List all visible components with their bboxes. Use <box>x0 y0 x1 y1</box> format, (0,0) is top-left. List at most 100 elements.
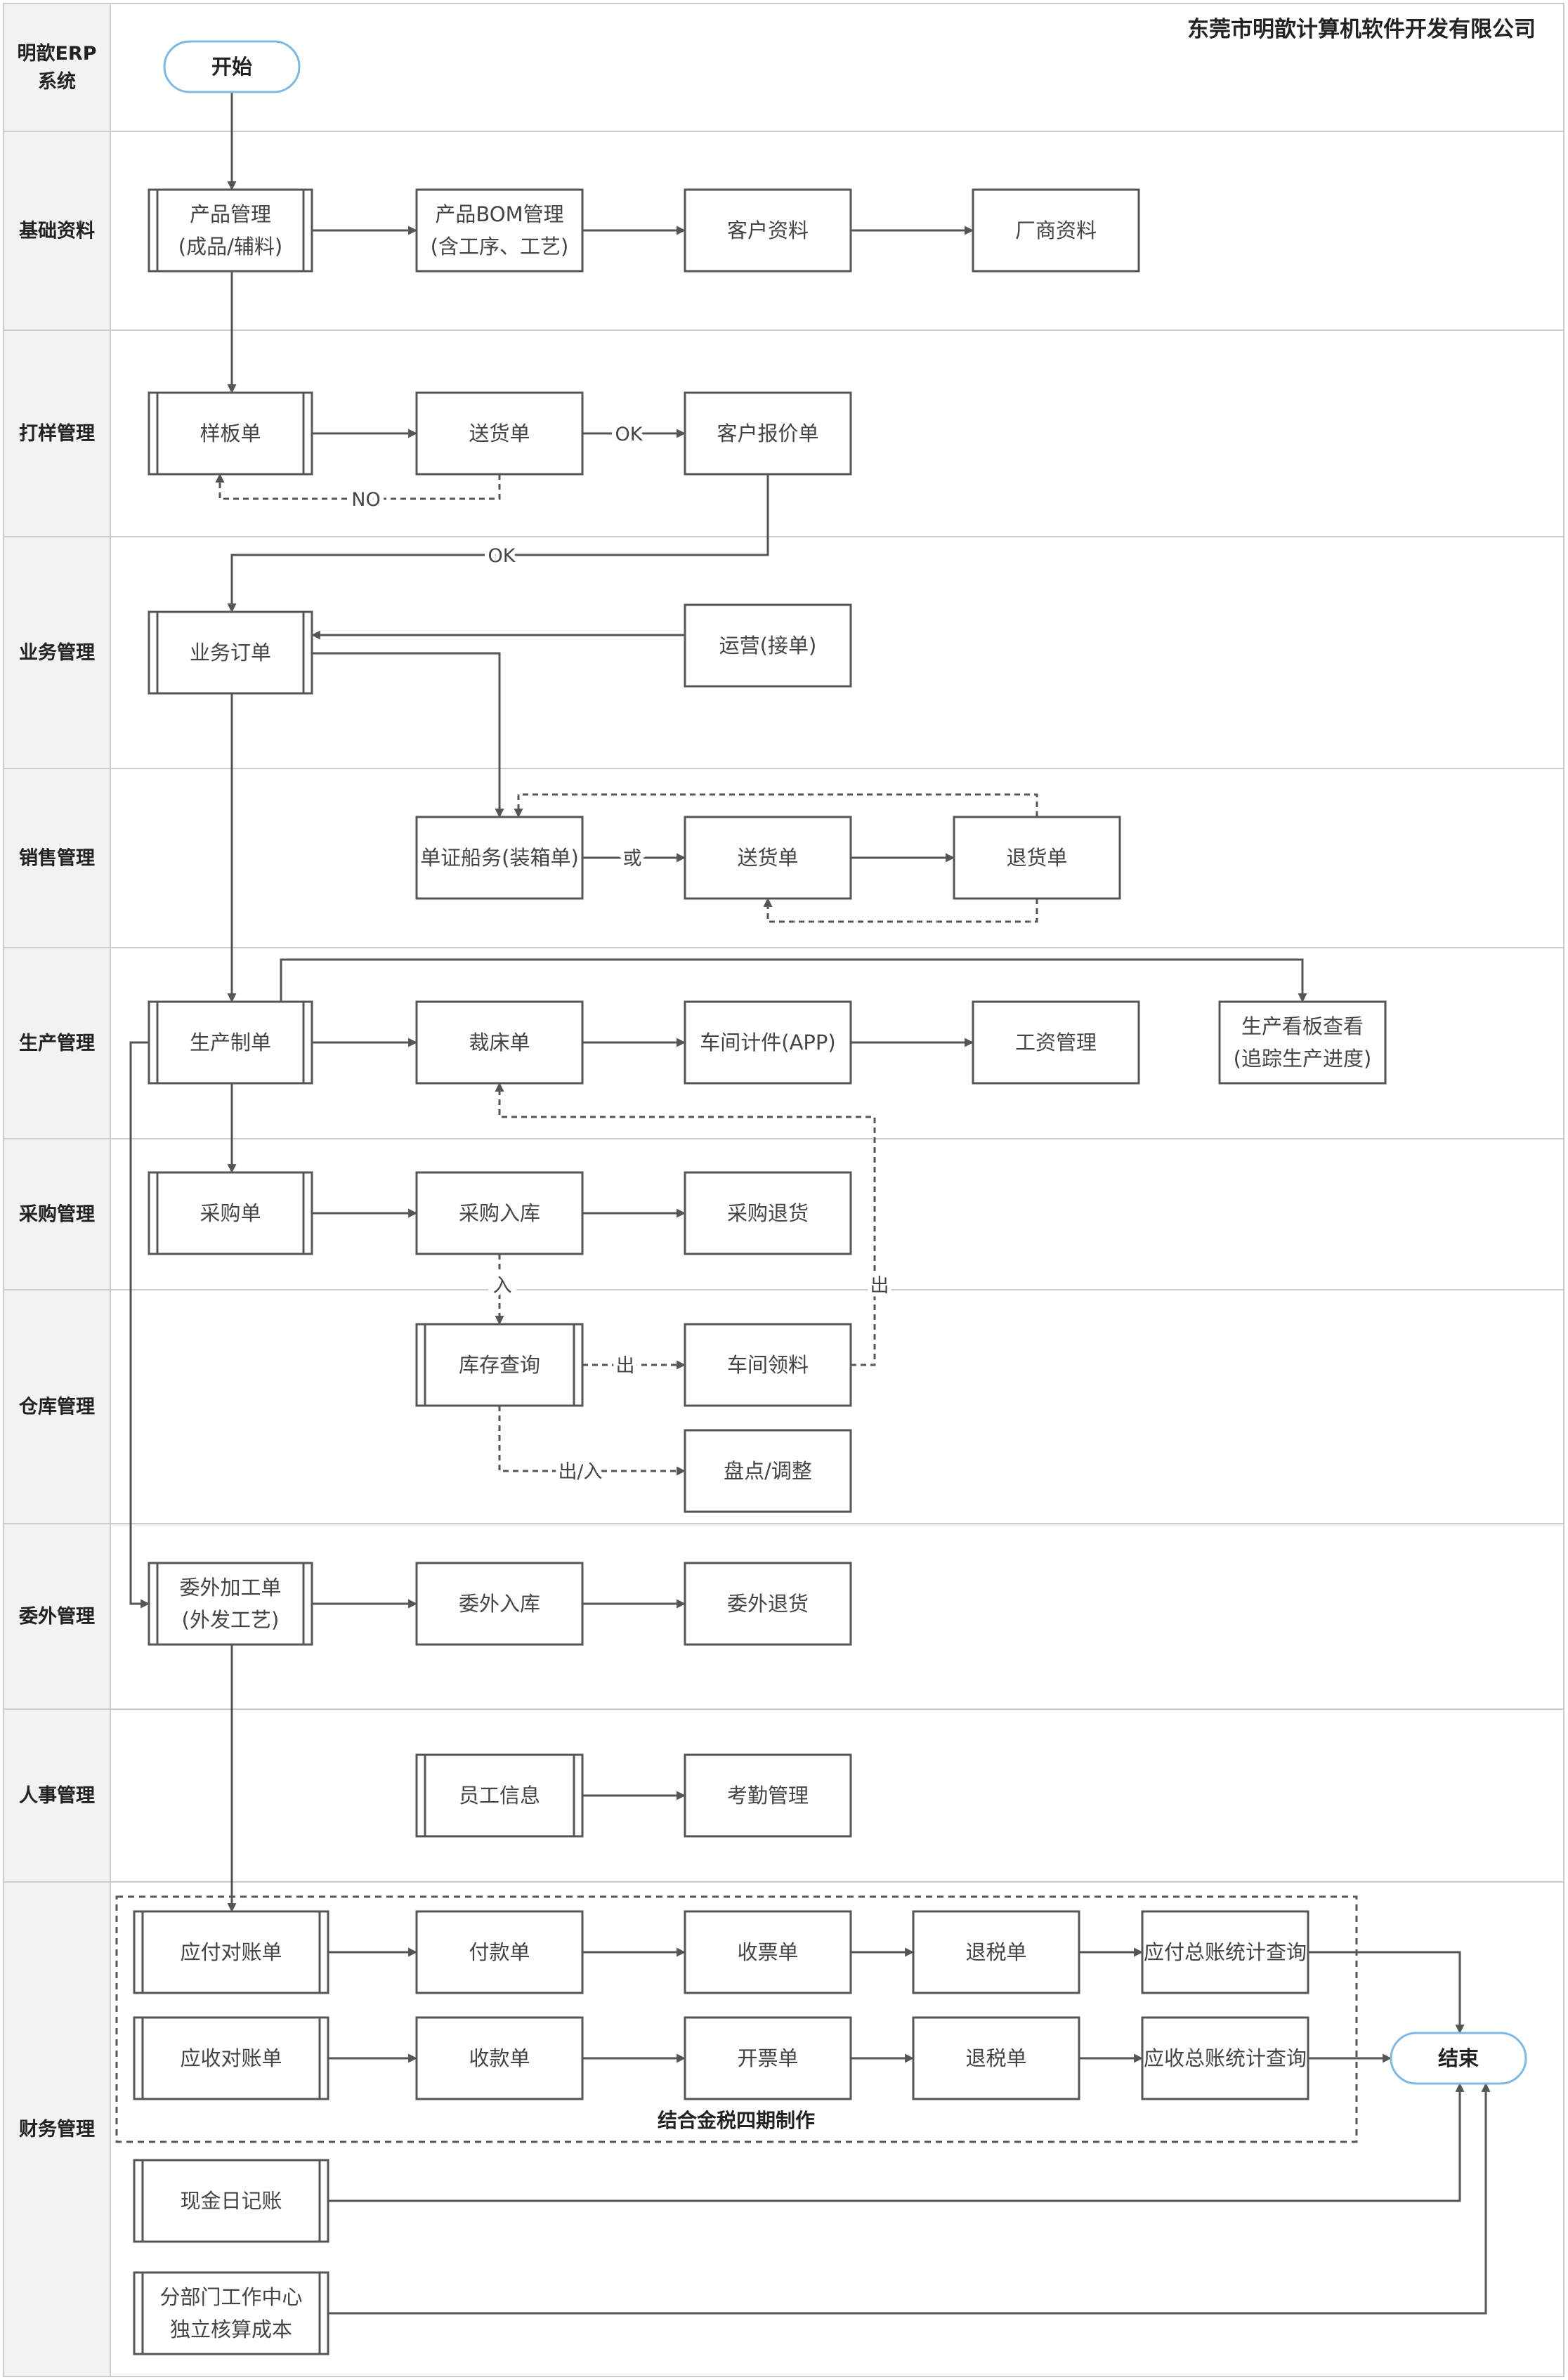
node-label: 分部门工作中心 <box>159 2285 302 2309</box>
node-label: 送货单 <box>737 846 798 870</box>
node-label: 退税单 <box>965 1940 1026 1964</box>
node-label: 裁床单 <box>469 1031 530 1054</box>
node-out-return[interactable]: 委外退货 <box>684 1562 852 1646</box>
node-ar-total[interactable]: 应收总账统计查询 <box>1141 2016 1309 2100</box>
node-ar[interactable]: 应收对账单 <box>133 2016 329 2100</box>
node-sample-order[interactable]: 样板单 <box>148 391 313 476</box>
node-docs[interactable]: 单证船务(装箱单) <box>415 816 584 900</box>
lane-label: 销售管理 <box>19 847 95 870</box>
node-cash[interactable]: 现金日记账 <box>133 2159 329 2243</box>
tax-group: 结合金税四期制作 <box>115 1895 1358 2143</box>
node-tax-ret1[interactable]: 退税单 <box>912 1910 1080 1994</box>
node-label: 盘点/调整 <box>724 1459 812 1483</box>
edge-label-or: 或 <box>623 848 642 870</box>
node-label: (含工序、工艺) <box>431 235 569 259</box>
node-label: 采购退货 <box>727 1201 809 1225</box>
edge-label-out2: 出 <box>616 1355 635 1377</box>
node-po-return[interactable]: 采购退货 <box>684 1171 852 1255</box>
edge-label-inout: 出/入 <box>558 1461 602 1483</box>
node-bom[interactable]: 产品BOM管理(含工序、工艺) <box>415 188 584 273</box>
node-label: 独立核算成本 <box>170 2317 292 2341</box>
node-piecework[interactable]: 车间计件(APP) <box>684 1000 852 1085</box>
edge-aptotal-to-end <box>1308 1951 1465 2034</box>
node-pick[interactable]: 车间领料 <box>684 1323 852 1407</box>
lane-outsource: 委外管理 <box>3 1523 1564 1710</box>
node-staff[interactable]: 员工信息 <box>415 1753 584 1838</box>
node-label: 单证船务(装箱单) <box>420 846 579 870</box>
edge-label-ok2: OK <box>488 545 516 567</box>
node-quote[interactable]: 客户报价单 <box>684 391 852 476</box>
node-label: (成品/辅料) <box>178 235 282 259</box>
node-return[interactable]: 退货单 <box>953 816 1121 900</box>
node-label: 开票单 <box>737 2046 798 2070</box>
lane-label: 人事管理 <box>19 1785 95 1807</box>
node-po-in[interactable]: 采购入库 <box>415 1171 584 1255</box>
node-label: 付款单 <box>469 1940 530 1964</box>
node-wage[interactable]: 工资管理 <box>972 1000 1140 1085</box>
node-cutting[interactable]: 裁床单 <box>415 1000 584 1085</box>
edge-return-loop-bottom <box>763 897 1038 923</box>
lane-purchase: 采购管理 <box>3 1138 1564 1290</box>
node-label: 生产制单 <box>190 1031 271 1054</box>
node-pay[interactable]: 付款单 <box>415 1910 584 1994</box>
node-product[interactable]: 产品管理 (成品/辅料) <box>148 188 313 273</box>
node-out-order[interactable]: 委外加工单 (外发工艺) <box>148 1562 313 1646</box>
node-customer[interactable]: 客户资料 <box>684 188 852 273</box>
node-tax-ret2[interactable]: 退税单 <box>912 2016 1080 2100</box>
node-sales-delivery[interactable]: 送货单 <box>684 816 852 900</box>
node-label: 应付对账单 <box>180 1940 282 1964</box>
node-label: 运营(接单) <box>719 634 817 658</box>
node-board[interactable]: 生产看板查看(追踪生产进度) <box>1218 1000 1387 1085</box>
node-label: 生产看板查看 <box>1241 1014 1364 1038</box>
node-stock[interactable]: 库存查询 <box>415 1323 584 1407</box>
group-label: 结合金税四期制作 <box>658 2109 815 2132</box>
node-end[interactable]: 结束 <box>1390 2032 1527 2085</box>
node-inventory[interactable]: 盘点/调整 <box>684 1429 852 1513</box>
node-label: (外发工艺) <box>182 1608 280 1632</box>
lane-label: 采购管理 <box>19 1204 95 1226</box>
edge-return-loop-top <box>514 793 1038 818</box>
node-label: 委外入库 <box>459 1592 540 1616</box>
company-name: 东莞市明歆计算机软件开发有限公司 <box>1187 17 1536 42</box>
node-po[interactable]: 采购单 <box>148 1171 313 1255</box>
node-label: 收票单 <box>737 1940 798 1964</box>
node-ap[interactable]: 应付对账单 <box>133 1910 329 1994</box>
lane-label: 明歆ERP <box>17 42 96 65</box>
lane-basic: 基础资料 <box>3 131 1564 331</box>
lane-label: 打样管理 <box>19 422 95 445</box>
edge-delivery-no-back <box>215 473 501 500</box>
node-vendor[interactable]: 厂商资料 <box>972 188 1140 273</box>
lane-label: 基础资料 <box>19 221 95 242</box>
node-out-in[interactable]: 委外入库 <box>415 1562 584 1646</box>
node-label: 客户资料 <box>727 218 809 242</box>
node-recv-inv[interactable]: 收票单 <box>684 1910 852 1994</box>
lane-business: 业务管理 <box>3 536 1564 769</box>
node-issue-inv[interactable]: 开票单 <box>684 2016 852 2100</box>
node-label: 采购单 <box>200 1201 261 1225</box>
lane-label: 生产管理 <box>19 1033 95 1054</box>
node-prod-order[interactable]: 生产制单 <box>148 1000 313 1085</box>
node-ops[interactable]: 运营(接单) <box>684 603 852 688</box>
node-label: 库存查询 <box>459 1353 540 1377</box>
node-sample-delivery[interactable]: 送货单 <box>415 391 584 476</box>
node-ap-total[interactable]: 应付总账统计查询 <box>1141 1910 1309 1994</box>
node-label: 送货单 <box>469 421 530 445</box>
node-label: 产品管理 <box>190 202 271 226</box>
lane-warehouse: 仓库管理 <box>3 1289 1564 1524</box>
node-label: 退税单 <box>965 2046 1026 2070</box>
node-label: 应收对账单 <box>180 2046 282 2070</box>
node-start[interactable]: 开始 <box>163 40 301 93</box>
node-label: 委外加工单 <box>179 1576 281 1600</box>
node-receipt[interactable]: 收款单 <box>415 2016 584 2100</box>
node-order[interactable]: 业务订单 <box>148 610 313 695</box>
node-label: 业务订单 <box>190 641 271 665</box>
node-label: 样板单 <box>200 421 261 445</box>
node-label: 考勤管理 <box>727 1784 809 1807</box>
edge-label-in: 入 <box>493 1275 512 1297</box>
node-label: 车间计件(APP) <box>700 1031 835 1054</box>
node-attendance[interactable]: 考勤管理 <box>684 1753 852 1838</box>
lane-finance: 财务管理 <box>3 1881 1564 2377</box>
